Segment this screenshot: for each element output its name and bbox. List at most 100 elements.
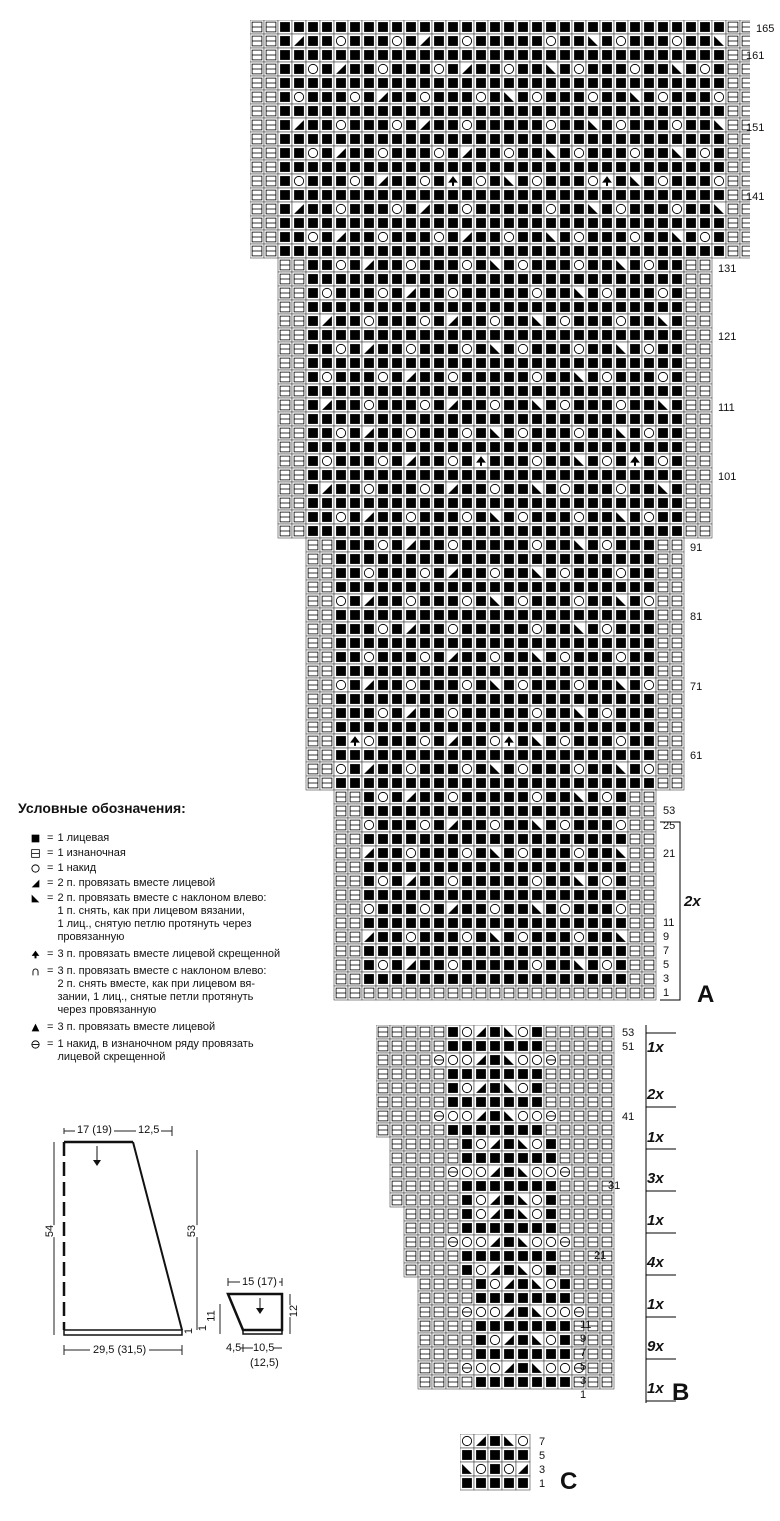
- chart-a-row: [305, 705, 685, 721]
- chart-a-row: [250, 33, 750, 49]
- chart-a-row-label: 165: [756, 23, 775, 35]
- yo-twisted-theta-icon: [31, 1040, 40, 1049]
- sleeve-bottom-width-alt-dim: (12,5): [250, 1357, 279, 1369]
- chart-b-row: [417, 1290, 615, 1306]
- knit-square-icon: [31, 834, 40, 843]
- chart-b-row-label: 53: [622, 1027, 635, 1039]
- sleeve-bottom-left-dim: 4,5: [226, 1342, 242, 1354]
- chart-b-row-label: 31: [608, 1180, 621, 1192]
- legend-equals: =: [47, 877, 54, 889]
- chart-b-row-label: 1: [580, 1389, 587, 1401]
- back-top-left-dim: 17 (19): [75, 1124, 114, 1136]
- chart-b-row-label: 9: [580, 1333, 587, 1345]
- chart-b-row: [376, 1108, 615, 1124]
- chart-a-row: [277, 411, 713, 427]
- chart-a-row-label: 161: [746, 50, 765, 62]
- legend-equals: =: [47, 1038, 54, 1050]
- chart-a-row: [333, 789, 657, 805]
- chart-a-row: [277, 439, 713, 455]
- legend: Условные обозначения: =1 лицевая=1 изнан…: [14, 800, 314, 1066]
- chart-b-row: [389, 1178, 615, 1194]
- chart-a-row: [305, 607, 685, 623]
- chart-a-row: [250, 89, 750, 105]
- chart-a-row-label: 61: [690, 750, 703, 762]
- chart-b-row: [376, 1025, 615, 1040]
- chart-a-row: [277, 327, 713, 343]
- chart-a-row-label: 121: [718, 331, 737, 343]
- chart-c-row: [460, 1475, 531, 1491]
- chart-a-row: [250, 131, 750, 147]
- chart-b-row: [389, 1164, 615, 1180]
- chart-b-repeat-label: 9x: [647, 1338, 664, 1355]
- chart-c-row-label: 1: [539, 1478, 546, 1490]
- back-right-height-dim: 53: [186, 1224, 199, 1238]
- chart-c-row: [460, 1461, 531, 1477]
- chart-b-grid: [376, 1025, 676, 1403]
- chart-c-row: [460, 1447, 531, 1463]
- chart-b-repeat-label: 1x: [647, 1039, 664, 1056]
- chart-a-row: [277, 369, 713, 385]
- chart-a-row: [305, 691, 685, 707]
- legend-item: =2 п. провязать вместе с наклоном влево:…: [30, 892, 314, 944]
- chart-b-row-label: 7: [580, 1347, 587, 1359]
- chart-a-row: [333, 845, 657, 861]
- yarn-over-circle-icon: [31, 864, 40, 873]
- chart-b-repeat-label: 1x: [647, 1212, 664, 1229]
- chart-c-row-label: 3: [539, 1464, 546, 1476]
- chart-a-row: [250, 173, 750, 189]
- chart-b-row: [376, 1122, 615, 1138]
- chart-b-row: [389, 1192, 615, 1208]
- sleeve-schematic: [219, 1278, 291, 1352]
- chart-b-letter: B: [672, 1379, 690, 1406]
- chart-a-row: [277, 495, 713, 511]
- back-bottom-edge-dim: 1: [183, 1327, 196, 1335]
- chart-a-row-label: 101: [718, 471, 737, 483]
- legend-equals: =: [47, 1021, 54, 1033]
- chart-a-row: [277, 285, 713, 301]
- chart-a-row-label: 25: [663, 820, 676, 832]
- sleeve-top-width-dim: 15 (17): [240, 1276, 279, 1288]
- chart-b-row: [417, 1304, 615, 1320]
- chart-a-row: [250, 20, 750, 35]
- legend-equals: =: [47, 862, 54, 874]
- chart-b-row-label: 3: [580, 1375, 587, 1387]
- chart-a-row: [305, 761, 685, 777]
- chart-a-row-label: 5: [663, 959, 670, 971]
- chart-a-row: [333, 831, 657, 847]
- chart-a-row: [277, 467, 713, 483]
- chart-a-row-label: 91: [690, 542, 703, 554]
- chart-b-row: [376, 1080, 615, 1096]
- chart-a-row: [250, 243, 750, 259]
- chart-a-row-label: 11: [663, 917, 675, 929]
- chart-a-row: [250, 187, 750, 203]
- chart-b-row: [376, 1052, 615, 1068]
- legend-text: 3 п. провязать вместе с наклоном влево: …: [57, 965, 267, 1016]
- chart-a-row: [333, 901, 657, 917]
- legend-equals: =: [47, 847, 54, 859]
- chart-b-row: [403, 1262, 615, 1278]
- chart-a-row: [305, 649, 685, 665]
- chart-a-row: [277, 271, 713, 287]
- chart-a-row-label: 71: [690, 681, 703, 693]
- chart-a-row-label: 9: [663, 931, 670, 943]
- chart-a-row-label: 141: [746, 191, 765, 203]
- legend-text: 1 изнаночная: [57, 847, 126, 859]
- chart-a-row: [305, 593, 685, 609]
- chart-a-row: [305, 579, 685, 595]
- chart-a-row-label: 3: [663, 973, 670, 985]
- chart-a-row: [305, 663, 685, 679]
- chart-a-row: [250, 75, 750, 91]
- chart-a-row: [277, 453, 713, 469]
- chart-a-row: [250, 61, 750, 77]
- legend-item: =2 п. провязать вместе лицевой: [30, 877, 314, 890]
- chart-a-row: [305, 621, 685, 637]
- chart-a-row: [333, 915, 657, 931]
- legend-item: =1 накид: [30, 862, 314, 875]
- sleeve-right-height-dim: 12: [288, 1304, 301, 1318]
- chart-b-row: [376, 1038, 615, 1054]
- legend-text: 1 накид, в изнаночном ряду провязать лиц…: [57, 1038, 254, 1063]
- legend-item: =3 п. провязать вместе лицевой: [30, 1021, 314, 1034]
- chart-a-row: [305, 635, 685, 651]
- chart-a-row-label: 7: [663, 945, 670, 957]
- chart-a-row: [305, 775, 685, 791]
